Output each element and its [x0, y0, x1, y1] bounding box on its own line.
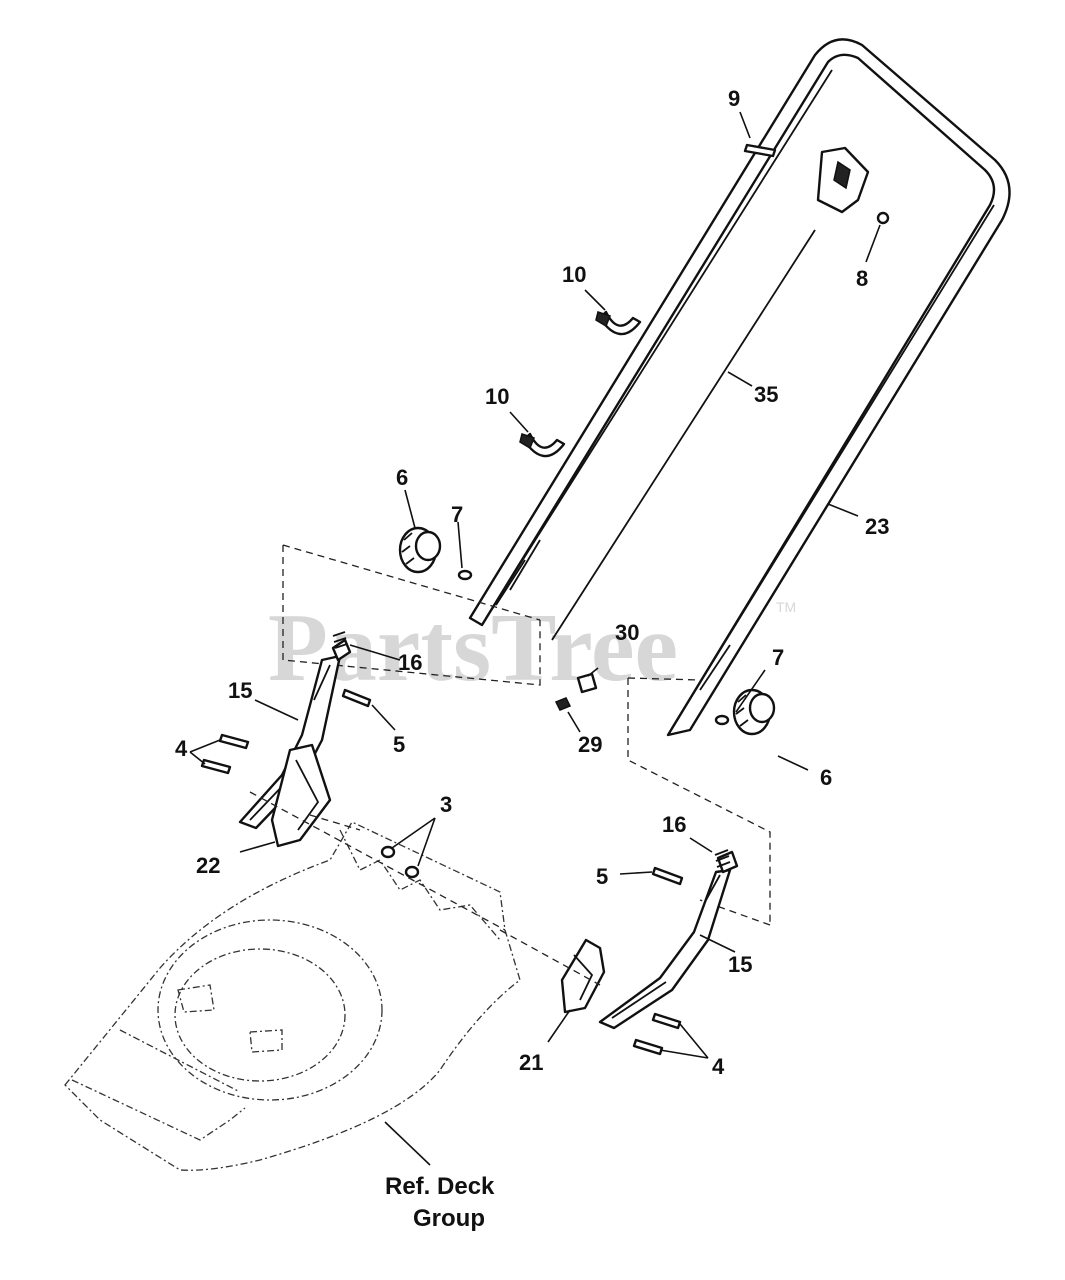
control-housing	[743, 143, 890, 225]
control-cable	[551, 229, 816, 641]
assembly-line-1	[249, 791, 506, 931]
lower-handle-right	[598, 850, 739, 1030]
callout-6-left: 6	[396, 465, 408, 490]
mower-deck	[64, 821, 521, 1171]
leader-lines	[189, 111, 881, 1166]
washer-left	[457, 569, 473, 581]
bolt-4-left-upper	[218, 733, 250, 750]
cable-nut	[576, 672, 598, 694]
callout-21: 21	[519, 1050, 543, 1075]
spring-16-right	[714, 849, 731, 868]
bolt-4-left-lower	[200, 758, 232, 775]
callout-4-left: 4	[175, 736, 188, 761]
handle-knob-right	[732, 688, 776, 736]
callout-7-right: 7	[772, 645, 784, 670]
callout-6-right: 6	[820, 765, 832, 790]
callout-35: 35	[754, 382, 778, 407]
callout-16-right: 16	[662, 812, 686, 837]
callout-10-upper: 10	[562, 262, 586, 287]
pivot-bracket-left	[270, 743, 332, 848]
callout-29: 29	[578, 732, 602, 757]
nut-3-lower	[404, 865, 420, 879]
callout-15-right: 15	[728, 952, 752, 977]
callout-9: 9	[728, 86, 740, 111]
callout-10-lower: 10	[485, 384, 509, 409]
cable-screw	[554, 697, 572, 711]
callout-5-right: 5	[596, 864, 608, 889]
bolt-5-right	[651, 866, 684, 886]
handle-knob-left	[398, 526, 442, 574]
callout-23: 23	[865, 514, 889, 539]
callout-3: 3	[440, 792, 452, 817]
upper-handle	[468, 38, 1011, 737]
nut-3-upper	[380, 845, 396, 859]
caption-line-1: Ref. Deck	[385, 1173, 495, 1200]
bolt-5-left	[341, 688, 372, 708]
callout-16-left: 16	[398, 650, 422, 675]
callout-22: 22	[196, 853, 220, 878]
callout-5-left: 5	[393, 732, 405, 757]
bolt-4-right-lower	[632, 1038, 664, 1056]
reference-box-left	[282, 544, 541, 686]
cable-clip-upper	[595, 310, 642, 336]
callout-15-left: 15	[228, 678, 252, 703]
caption-line-2: Group	[413, 1205, 485, 1232]
callouts: 9 8 10 10 35 23 6 7 16 15 5 4 30 29 7 6 …	[175, 86, 889, 1079]
callout-30: 30	[615, 620, 639, 645]
callout-7-left: 7	[451, 502, 463, 527]
assembly-line-3	[309, 814, 361, 831]
callout-4-right: 4	[712, 1054, 725, 1079]
watermark-tm: TM	[776, 599, 796, 615]
washer-right	[714, 714, 730, 726]
callout-8: 8	[856, 266, 868, 291]
pivot-bracket-right	[560, 938, 606, 1014]
cable-clip-lower	[519, 432, 566, 458]
spring-16-left	[332, 631, 348, 649]
bolt-4-right-upper	[651, 1012, 682, 1030]
